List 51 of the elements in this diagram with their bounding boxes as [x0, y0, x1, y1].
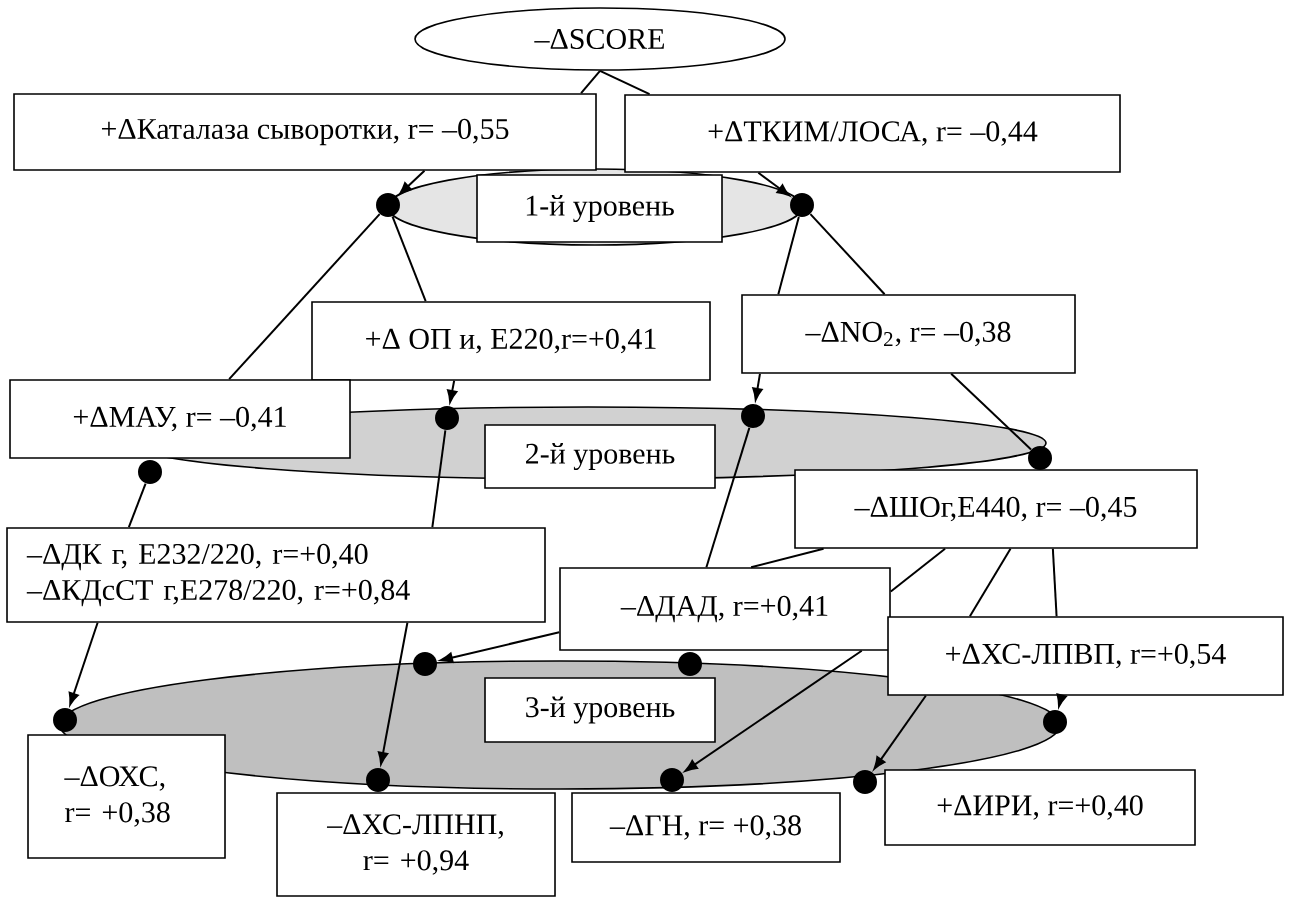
connector-line	[950, 372, 1032, 451]
junction-dot	[678, 652, 702, 676]
connector-line	[809, 213, 886, 296]
junction-dot	[741, 404, 765, 428]
text-box: –ΔNO$_{2}$, r= –0,38	[741, 294, 1076, 374]
text-box: –ΔДК г, E232/220, r=+0,40 –ΔКДсСТ г,E278/220, r=+0,84	[6, 527, 546, 623]
junction-dot	[853, 770, 877, 794]
arrow	[873, 694, 927, 770]
junction-dot	[660, 768, 684, 792]
level-label: 2-й уровень	[484, 424, 716, 489]
junction-dot	[413, 652, 437, 676]
text-box: –ΔШОг,E440, r= –0,45	[794, 469, 1198, 549]
text-box: +Δ ОП и, E220,r=+0,41	[311, 301, 711, 381]
junction-dot	[1028, 446, 1052, 470]
arrow	[447, 379, 458, 403]
text-box: +ΔКаталаза сыворотки, r= –0,55	[13, 93, 597, 171]
arrow	[377, 621, 409, 765]
junction-dot	[435, 406, 459, 430]
connector-line	[705, 426, 751, 569]
connector-line	[599, 69, 651, 96]
connector-line	[580, 69, 601, 95]
text-box: +ΔМАУ, r= –0,41	[9, 379, 351, 459]
connector-line	[777, 216, 800, 296]
connector-line	[968, 547, 1012, 618]
arrow	[752, 372, 763, 401]
connector-line	[431, 429, 447, 529]
connector-line	[1051, 547, 1058, 618]
text-box: –ΔОХС, r= +0,38	[27, 734, 226, 859]
arrow	[757, 171, 790, 197]
text-box: –ΔХС-ЛПНП, r= +0,94	[276, 792, 556, 897]
junction-dot	[53, 708, 77, 732]
connector-line	[391, 215, 427, 303]
oval-node: –ΔSCORE	[414, 7, 786, 71]
text-box: –ΔДАД, r=+0,41	[559, 567, 891, 651]
junction-dot	[376, 193, 400, 217]
arrow	[440, 631, 561, 663]
arrow	[399, 169, 426, 195]
text-box: +ΔИРИ, r=+0,40	[884, 769, 1196, 846]
arrow	[1056, 693, 1067, 707]
junction-dot	[790, 193, 814, 217]
connector-line	[228, 213, 381, 381]
arrow	[68, 621, 99, 706]
connector-line	[889, 547, 947, 593]
junction-dot	[366, 768, 390, 792]
connector-line	[127, 482, 147, 529]
junction-dot	[138, 460, 162, 484]
level-label: 3-й уровень	[484, 677, 716, 743]
level-label: 1-й уровень	[476, 174, 723, 243]
text-box: +ΔХС-ЛПВП, r=+0,54	[887, 616, 1284, 696]
junction-dot	[1043, 710, 1067, 734]
text-box: –ΔГН, r= +0,38	[571, 792, 841, 863]
